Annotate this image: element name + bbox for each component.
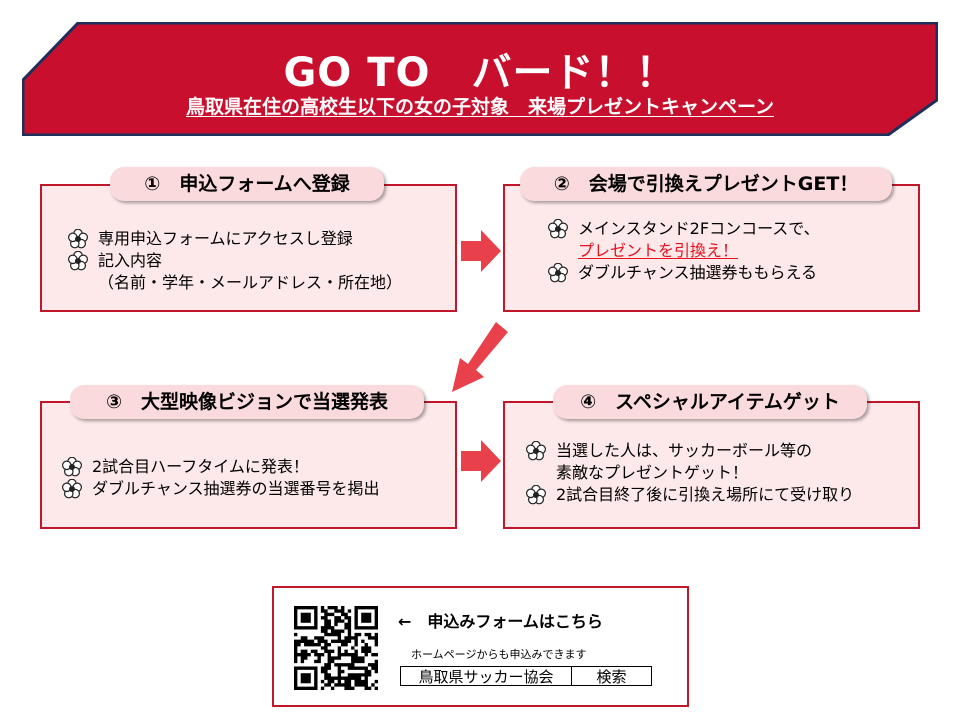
search-box: 鳥取県サッカー協会 検索 [400,666,652,686]
step-3-items: 2試合目ハーフタイムに発表！ ダブルチャンス抽選券の当選番号を掲出 [62,456,380,500]
list-item: 専用申込フォームにアクセスし登録 [68,228,402,250]
page-title: GO TO バード！！ [283,50,677,96]
step-2-heading: ② 会場で引換えプレゼントGET！ [520,167,892,201]
highlight-text: プレゼントを引換え！ [578,241,739,260]
arrow-right-icon [461,440,501,482]
list-item: ダブルチャンス抽選券ももらえる [548,262,820,284]
banner-subtitle: 鳥取県在住の高校生以下の女の子対象 来場プレゼントキャンペーン [185,96,775,118]
list-item: 2試合目ハーフタイムに発表！ [62,456,380,478]
step-1-items: 専用申込フォームにアクセスし登録 記入内容 （名前・学年・メールアドレス・所在地… [68,228,402,294]
flower-icon [62,457,82,477]
arrow-down-left-icon [452,322,508,392]
list-item: メインスタンド2Fコンコースで、 [548,218,820,240]
search-term-field[interactable]: 鳥取県サッカー協会 [400,666,572,686]
homepage-note: ホームページからも申込みできます [411,648,587,661]
step-4-box [503,401,920,529]
step-3-box [40,401,457,529]
step-1-heading: ① 申込フォームへ登録 [110,167,384,201]
list-item: 当選した人は、サッカーボール等の [526,440,854,462]
step-1-box [40,184,457,312]
flower-icon [548,219,568,239]
step-4-items: 当選した人は、サッカーボール等の 素敵なプレゼントゲット！ 2試合目終了後に引換… [526,440,854,506]
list-item-continuation: 素敵なプレゼントゲット！ [556,463,749,482]
flower-icon [526,485,546,505]
list-item: ダブルチャンス抽選券の当選番号を掲出 [62,478,380,500]
banner-shape [22,22,938,136]
list-item: 2試合目終了後に引換え場所にて受け取り [526,484,854,506]
apply-info-box: ← 申込みフォームはこちら ホームページからも申込みできます 鳥取県サッカー協会… [272,586,689,707]
flower-icon [548,263,568,283]
flower-icon [62,479,82,499]
flower-icon [68,251,88,271]
apply-form-caption: ← 申込みフォームはこちら [398,612,603,631]
step-3-heading: ③ 大型映像ビジョンで当選発表 [70,385,424,419]
step-2-items: メインスタンド2Fコンコースで、 プレゼントを引換え！ ダブルチャンス抽選券もも… [548,218,820,284]
list-item: 記入内容 [68,250,402,272]
qr-code[interactable] [294,606,378,690]
arrow-right-icon [461,230,501,272]
flower-icon [68,229,88,249]
search-button[interactable]: 検索 [572,666,652,686]
campaign-banner: GO TO バード！！ 鳥取県在住の高校生以下の女の子対象 来場プレゼントキャン… [22,22,938,136]
list-item-continuation: （名前・学年・メールアドレス・所在地） [98,273,403,292]
flower-icon [526,441,546,461]
step-4-heading: ④ スペシャルアイテムゲット [553,385,867,419]
